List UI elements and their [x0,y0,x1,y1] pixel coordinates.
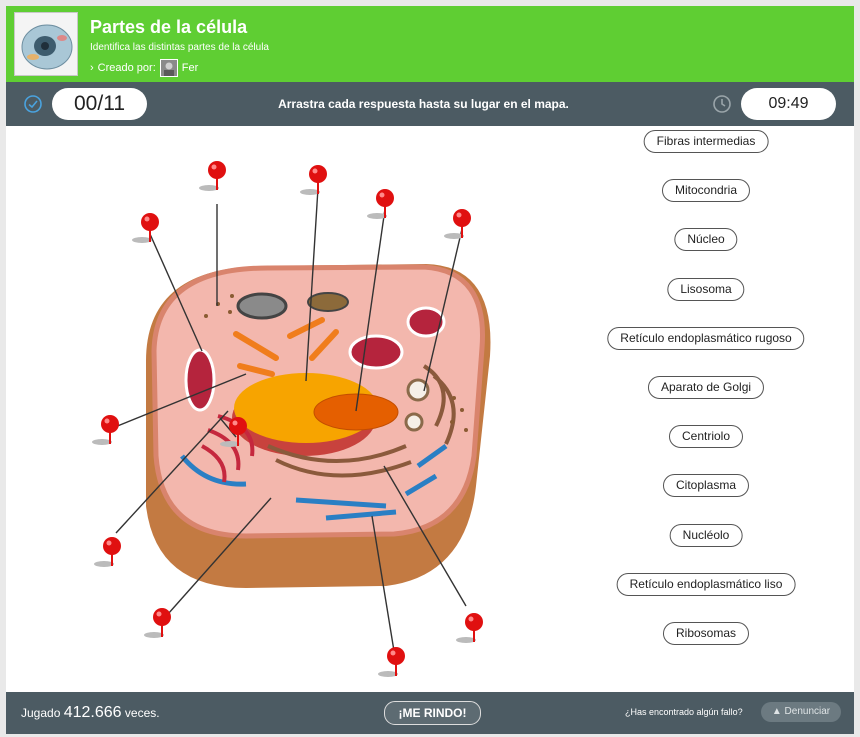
game-toolbar: 00/11 Arrastra cada respuesta hasta su l… [6,82,854,126]
vesicle [307,292,349,312]
chevron-right-icon: › [90,62,94,74]
answer-chip[interactable]: Nucléolo [669,523,743,547]
map-pin[interactable] [132,213,159,243]
map-pin[interactable] [378,647,405,677]
creator-label: Creado por: [97,62,156,74]
instruction-text: Arrastra cada respuesta hasta su lugar e… [278,97,569,111]
game-header: Partes de la célula Identifica las disti… [6,6,854,82]
centriole [404,412,424,432]
answer-chip[interactable]: Mitocondria [661,179,751,203]
answer-chip[interactable]: Centriolo [668,425,744,449]
creator-info: › Creado por: Fer [90,59,198,77]
report-label: Denunciar [784,706,831,717]
mitochondrion [348,334,404,370]
creator-name[interactable]: Fer [181,62,199,74]
game-footer: Jugado 412.666 veces. ¡ME RINDO! ¿Has en… [6,692,854,734]
answer-chip[interactable]: Lisosoma [667,277,745,301]
golgi-apparatus [267,364,456,478]
answer-chip[interactable]: Fibras intermedias [643,130,769,153]
map-pin[interactable] [456,613,483,643]
answer-chip[interactable]: Retículo endoplasmático liso [616,572,796,596]
map-pin[interactable] [92,415,119,445]
answer-chip[interactable]: Núcleo [674,228,738,252]
map-pin[interactable] [199,161,226,191]
answer-chip[interactable]: Retículo endoplasmático rugoso [607,326,805,350]
nucleolus [313,393,399,431]
warning-icon: ▲ [771,706,782,717]
timer: 09:49 [741,88,836,120]
game-thumbnail [14,12,78,76]
check-circle-icon [24,95,42,113]
map-pin[interactable] [144,608,171,638]
answer-chip[interactable]: Citoplasma [662,474,750,498]
map-pin[interactable] [300,165,327,195]
map-pin[interactable] [220,417,247,447]
give-up-button[interactable]: ¡ME RINDO! [384,701,481,725]
page-subtitle: Identifica las distintas partes de la cé… [90,42,269,53]
mitochondrion [184,348,216,412]
lysosome [236,292,288,320]
mitochondrion [406,306,446,338]
page-title: Partes de la célula [90,17,248,37]
map-pin[interactable] [367,189,394,219]
bug-question: ¿Has encontrado algún fallo? [625,707,743,717]
answer-chip[interactable]: Ribosomas [662,622,750,645]
map-pin[interactable] [94,537,121,567]
play-count-suffix: veces. [124,706,160,720]
smooth-er [180,443,448,521]
score-counter: 00/11 [52,88,147,120]
pin-group [92,161,483,677]
pin-lines [109,187,467,652]
answer-chip[interactable]: Aparato de Golgi [647,376,765,399]
map-pin[interactable] [444,209,471,239]
play-count-value: 412.666 [63,704,122,721]
cell-diagram [92,161,491,677]
play-count: Jugado 412.666 veces. [21,704,160,722]
report-button[interactable]: ▲ Denunciar [761,702,841,722]
avatar[interactable] [159,59,178,77]
clock-icon [713,95,731,113]
ribosomes [204,294,468,432]
centriole [406,378,430,402]
game-frame: Partes de la célula Identifica las disti… [6,6,854,734]
play-count-prefix: Jugado [21,706,61,720]
intermediate-fibers [233,317,339,377]
